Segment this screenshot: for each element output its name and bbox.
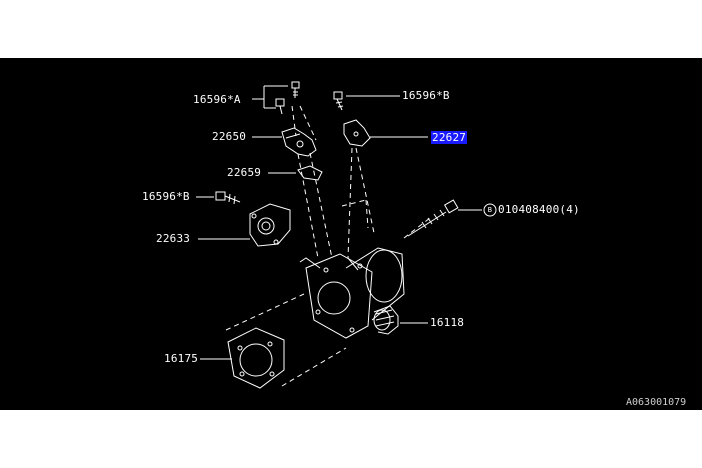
label-22659[interactable]: 22659: [227, 166, 262, 179]
label-22650[interactable]: 22650: [212, 130, 247, 143]
label-16596a-top[interactable]: 16596*A: [193, 93, 241, 106]
long-bolt: [407, 199, 459, 237]
label-22627[interactable]: 22627: [431, 131, 468, 144]
bolt-16596b-left: [215, 191, 241, 205]
label-bolt-010408400[interactable]: 010408400(4): [498, 203, 580, 216]
part-22650: [281, 127, 317, 157]
label-16596b-top[interactable]: 16596*B: [402, 89, 450, 102]
circled-b-marker: [483, 203, 497, 217]
diagram-canvas: 16596*A 16596*B 22650 22627 22659 16596*…: [0, 58, 702, 410]
label-16118[interactable]: 16118: [430, 316, 465, 329]
part-22659: [297, 165, 323, 181]
reference-code: A063001079: [626, 397, 687, 408]
throttle-body: [299, 247, 405, 339]
label-16596b-left[interactable]: 16596*B: [142, 190, 190, 203]
label-22627-highlight[interactable]: 22627: [431, 131, 468, 144]
label-16175[interactable]: 16175: [164, 352, 199, 365]
part-22627: [343, 119, 371, 147]
dashed-guides: [225, 105, 431, 387]
bolt-16596a-top: [275, 81, 300, 115]
leader-lines: [196, 85, 482, 360]
parts-drawing: [196, 81, 497, 389]
part-22633: [249, 203, 291, 247]
label-22633[interactable]: 22633: [156, 232, 191, 245]
part-16175: [227, 327, 285, 389]
bolt-16596b-top: [333, 91, 344, 111]
part-16118: [373, 305, 399, 335]
circled-b-letter: B: [487, 206, 493, 214]
